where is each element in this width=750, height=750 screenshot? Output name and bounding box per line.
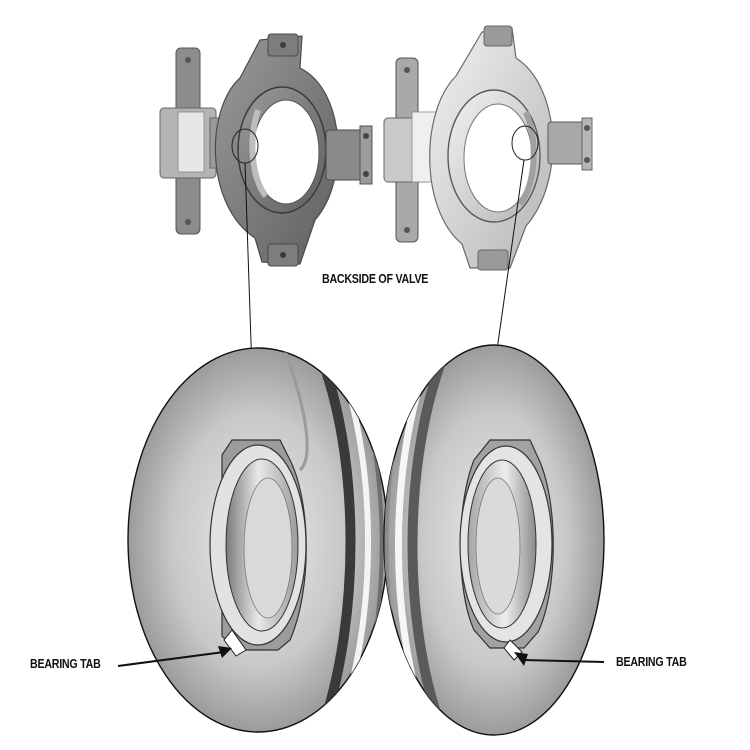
bearing-tab-label-right: BEARING TAB <box>616 654 687 669</box>
leader-line-left <box>244 162 253 373</box>
zoom-view-right <box>383 344 605 736</box>
bearing-tab-label-left: BEARING TAB <box>30 656 101 671</box>
zoom-view-left <box>127 347 389 733</box>
valve-light-top <box>383 25 593 271</box>
backside-label: BACKSIDE OF VALVE <box>322 271 429 286</box>
valve-dark-top <box>159 33 373 267</box>
leader-line-right <box>492 159 525 379</box>
arrow-right <box>514 652 605 666</box>
arrow-left <box>117 646 232 667</box>
